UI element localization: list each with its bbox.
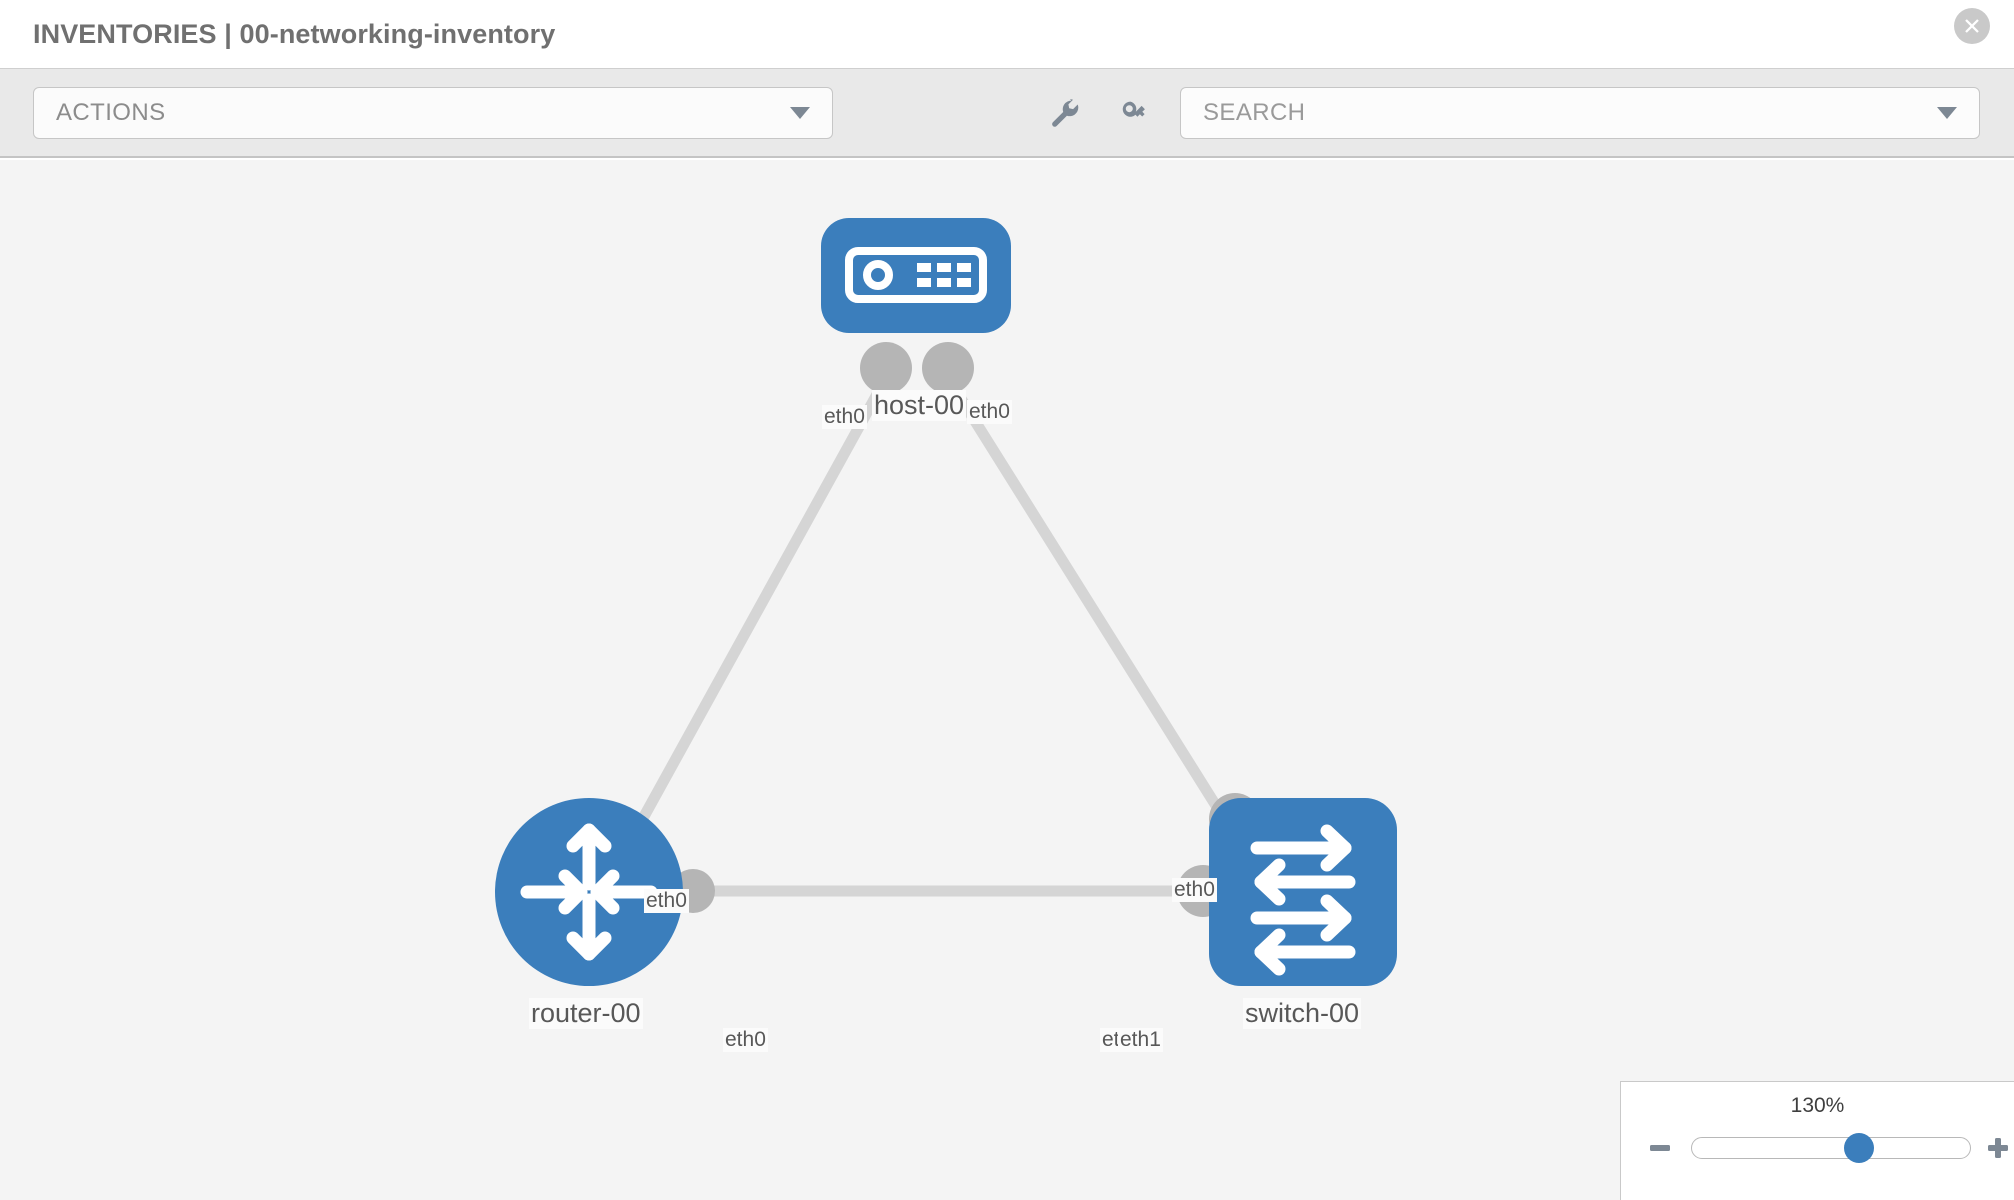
topology-ports — [671, 342, 1261, 917]
zoom-control-panel: 130% — [1620, 1081, 2014, 1200]
actions-dropdown-label: ACTIONS — [56, 99, 166, 126]
toolbar: ACTIONS SEARCH — [0, 68, 2014, 158]
zoom-slider-thumb[interactable] — [1843, 1133, 1874, 1163]
port-host00-eth0-left — [860, 342, 912, 394]
node-router-00[interactable] — [495, 798, 683, 986]
edge-host00-router00 — [614, 372, 892, 866]
key-icon[interactable] — [1113, 92, 1155, 134]
zoom-slider-row — [1621, 1126, 2014, 1170]
node-switch-00-shape — [1209, 798, 1397, 986]
node-router-00-shape — [495, 798, 683, 986]
wrench-icon[interactable] — [1043, 92, 1085, 134]
switch-arrows-icon — [1250, 824, 1356, 976]
close-icon[interactable] — [1954, 8, 1990, 44]
page-header: INVENTORIES | 00-networking-inventory — [0, 0, 2014, 68]
zoom-slider[interactable] — [1691, 1133, 1971, 1163]
search-input[interactable]: SEARCH — [1180, 87, 1980, 139]
actions-dropdown[interactable]: ACTIONS — [33, 87, 833, 139]
minus-icon[interactable] — [1643, 1131, 1677, 1165]
server-icon — [845, 247, 987, 303]
node-switch-00[interactable] — [1209, 798, 1397, 986]
node-host-00-shape — [821, 218, 1011, 333]
port-host00-eth0-right — [922, 342, 974, 394]
search-placeholder: SEARCH — [1203, 99, 1306, 126]
router-arrows-icon — [520, 823, 658, 961]
node-host-00[interactable] — [821, 218, 1011, 333]
chevron-down-icon[interactable] — [1937, 107, 1957, 119]
zoom-level-label: 130% — [1790, 1094, 1845, 1117]
topology-graph — [495, 218, 1397, 986]
topology-edges — [614, 372, 1246, 897]
topology-canvas[interactable]: eth0 eth0 eth0 eth0 eth0 eth eth1 host-0… — [0, 160, 2014, 1200]
edge-host00-switch00 — [942, 372, 1241, 842]
chevron-down-icon — [790, 107, 810, 119]
page-title: INVENTORIES | 00-networking-inventory — [33, 18, 556, 49]
plus-icon[interactable] — [1981, 1131, 2014, 1165]
